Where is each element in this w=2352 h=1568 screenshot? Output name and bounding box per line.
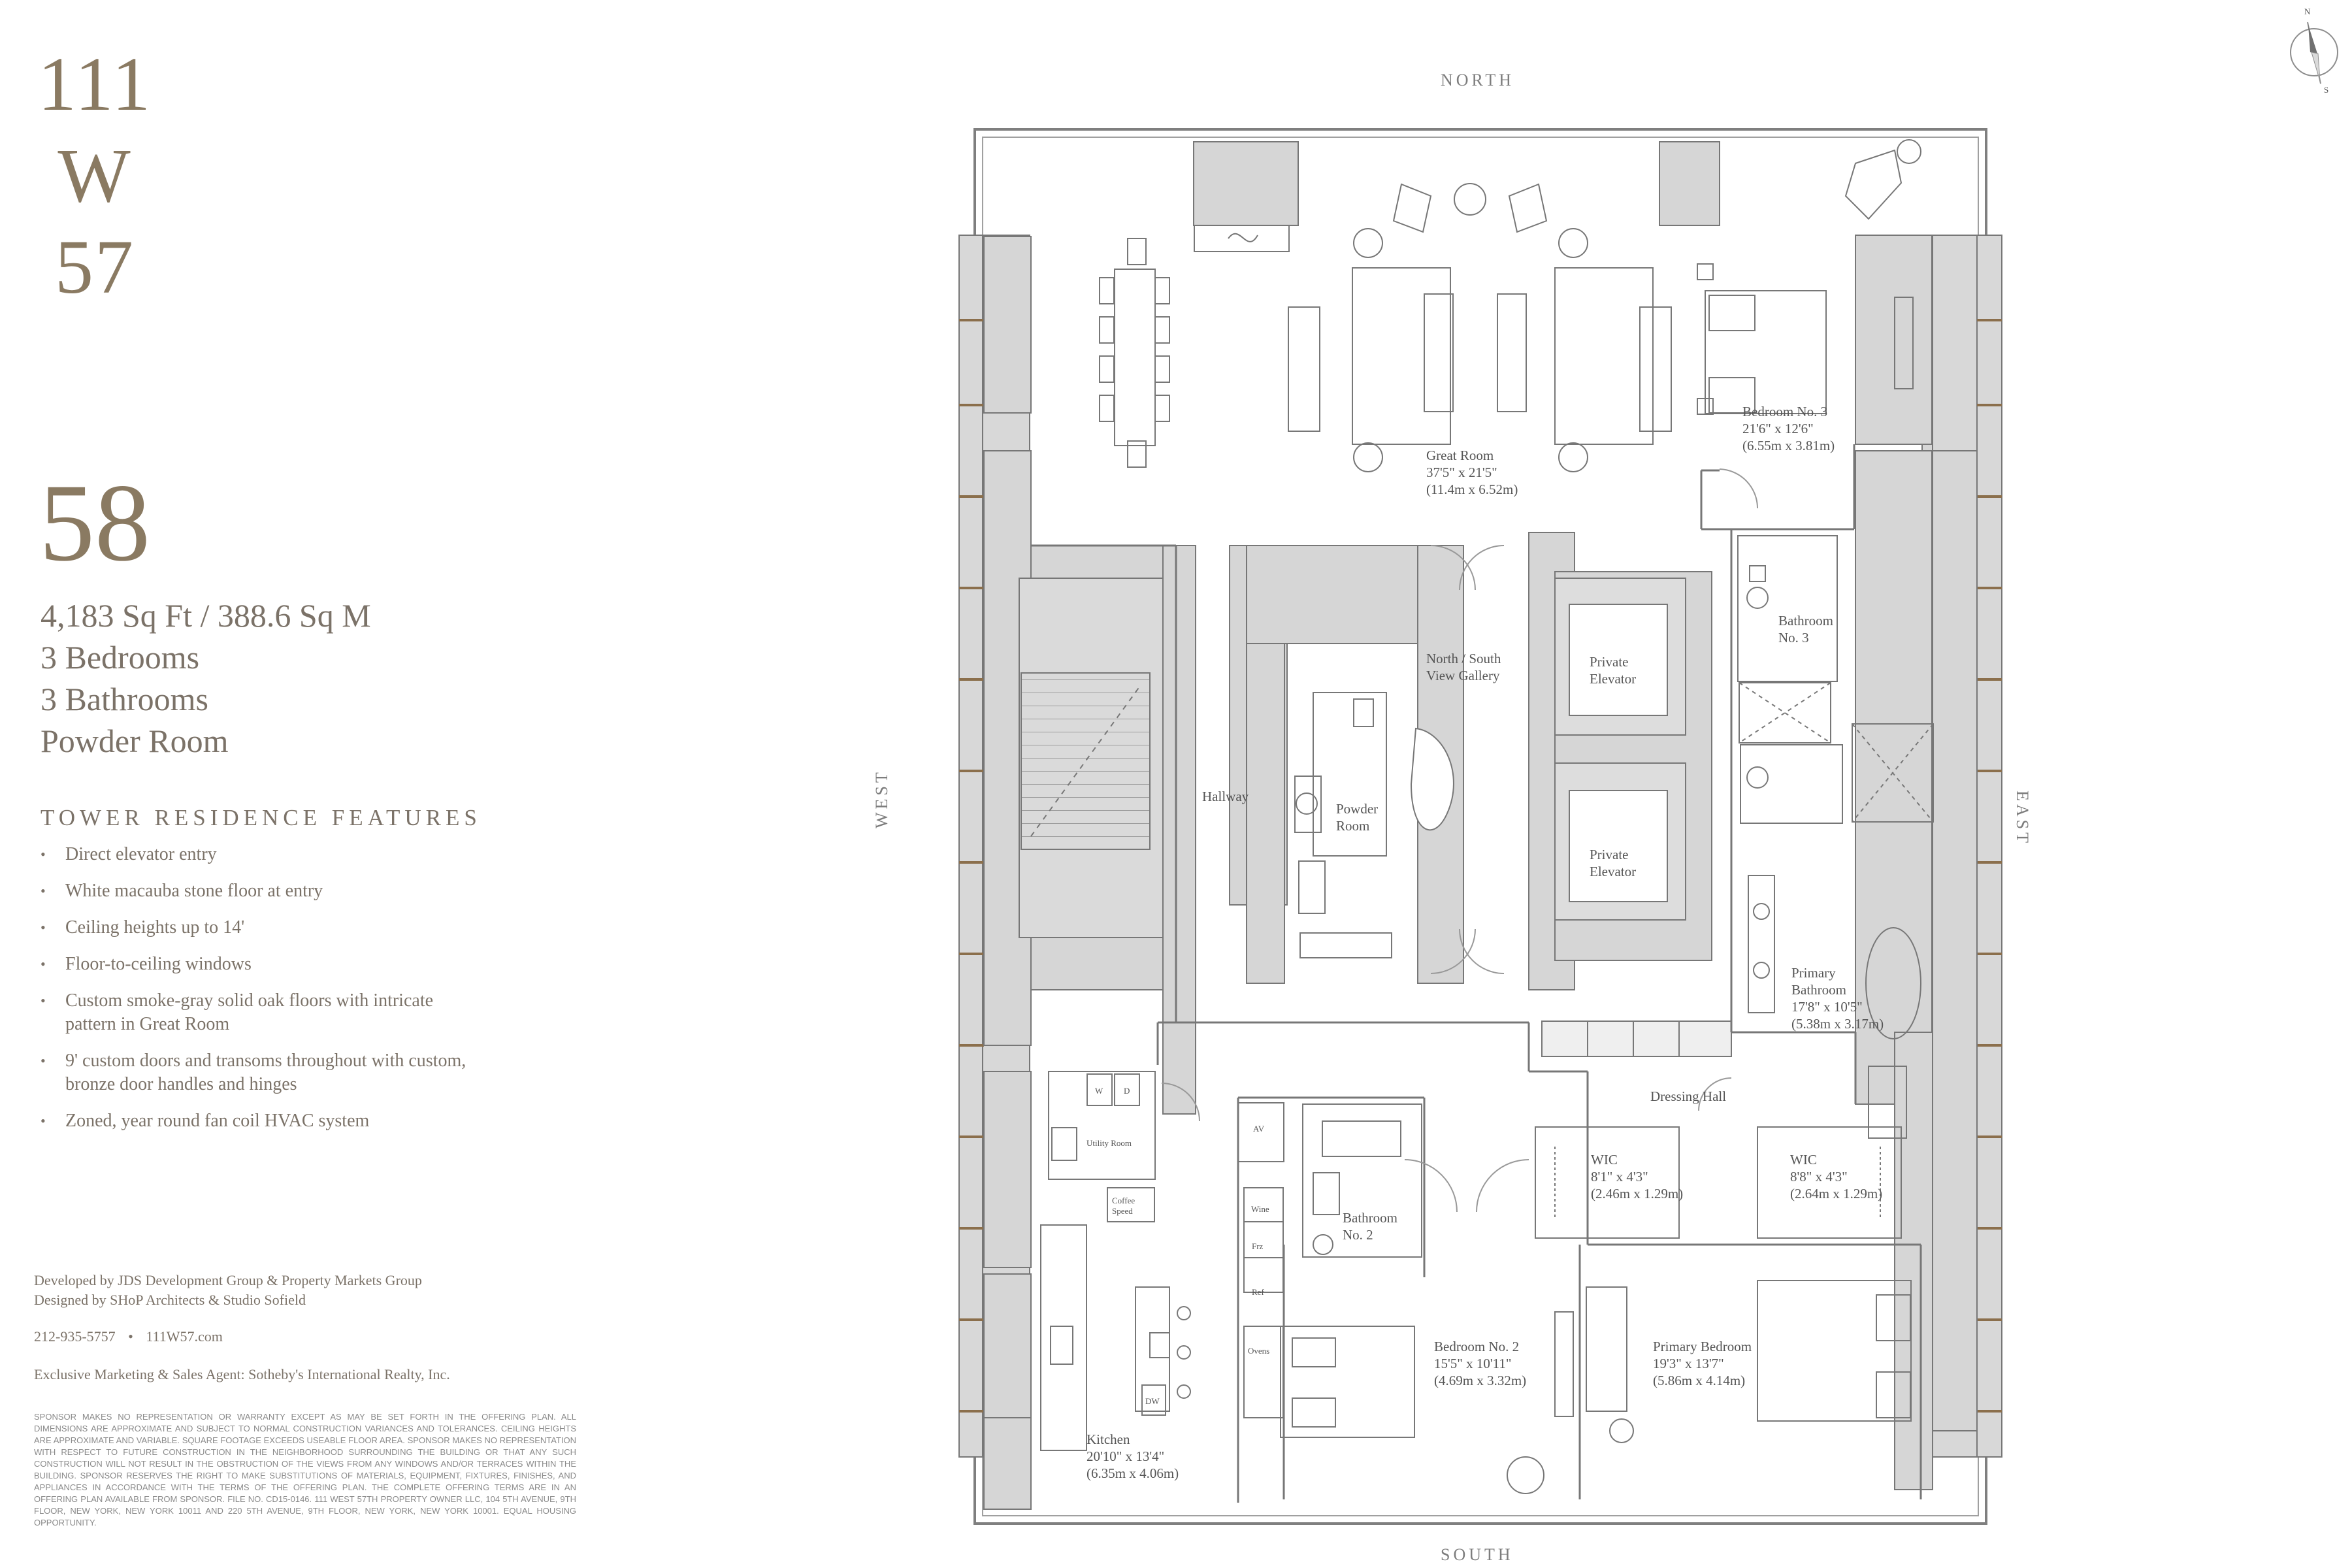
compass-north-letter: N <box>2304 7 2311 16</box>
sales-agent: Exclusive Marketing & Sales Agent: Sothe… <box>34 1366 450 1382</box>
bedroom-3-name: Bedroom No. 3 <box>1742 404 1828 419</box>
features-list: Direct elevator entry White macauba ston… <box>41 843 537 1146</box>
gallery-line-2: View Gallery <box>1426 668 1500 683</box>
feature-item: Custom smoke-gray solid oak floors with … <box>41 989 483 1036</box>
primary-bedroom-metric: (5.86m x 4.14m) <box>1653 1373 1746 1388</box>
refrigerator-label: Ref <box>1252 1287 1264 1297</box>
primary-bath-line-2: Bathroom <box>1791 982 1846 998</box>
washer-label: W <box>1095 1086 1103 1096</box>
north-label: NORTH <box>1441 71 1514 90</box>
wic-1-name: WIC <box>1591 1152 1618 1168</box>
bathroom-2-line-1: Bathroom <box>1343 1210 1397 1226</box>
bathroom-count: 3 Bathrooms <box>41 681 208 717</box>
compass-icon <box>2290 22 2338 84</box>
legal-disclaimer: SPONSOR MAKES NO REPRESENTATION OR WARRA… <box>34 1412 576 1527</box>
bedroom-2-imperial: 15'5" x 10'11" <box>1434 1356 1512 1371</box>
ovens-label: Ovens <box>1248 1346 1270 1356</box>
feature-item: Direct elevator entry <box>41 843 537 866</box>
developer-credit: Developed by JDS Development Group & Pro… <box>34 1272 422 1288</box>
brand-line-1: 111 <box>37 41 152 127</box>
primary-bedroom-imperial: 19'3" x 13'7" <box>1653 1356 1724 1371</box>
feature-item: 9' custom doors and transoms throughout … <box>41 1049 516 1096</box>
feature-item: Ceiling heights up to 14' <box>41 916 537 939</box>
great-room-name: Great Room <box>1426 448 1494 463</box>
dishwasher-label: DW <box>1145 1396 1160 1406</box>
powder-room: Powder Room <box>41 723 229 759</box>
dressing-hall-label: Dressing Hall <box>1650 1088 1727 1104</box>
designer-credit: Designed by SHoP Architects & Studio Sof… <box>34 1292 306 1308</box>
contact-separator: • <box>128 1328 133 1345</box>
bedroom-2-metric: (4.69m x 3.32m) <box>1434 1373 1527 1388</box>
feature-item: White macauba stone floor at entry <box>41 879 537 903</box>
wic-2-metric: (2.64m x 1.29m) <box>1790 1186 1883 1201</box>
bathroom-3-line-1: Bathroom <box>1778 613 1833 629</box>
brand-line-2: W <box>57 133 132 218</box>
brand-line-3: 57 <box>55 224 135 310</box>
unit-size: 4,183 Sq Ft / 388.6 Sq M <box>41 597 371 634</box>
primary-bath-imperial: 17'8" x 10'5" <box>1791 999 1863 1015</box>
south-label: SOUTH <box>1441 1545 1514 1564</box>
private-elevator-2-line-1: Private <box>1590 847 1629 862</box>
bathroom-2-line-2: No. 2 <box>1343 1227 1373 1243</box>
wic-1-metric: (2.46m x 1.29m) <box>1591 1186 1684 1201</box>
av-label: AV <box>1253 1124 1265 1134</box>
wic-1-imperial: 8'1" x 4'3" <box>1591 1169 1648 1184</box>
speed-label: Speed <box>1112 1206 1133 1216</box>
bedroom-3-imperial: 21'6" x 12'6" <box>1742 421 1814 436</box>
bedroom-count: 3 Bedrooms <box>41 639 200 676</box>
compass-south-letter: S <box>2324 85 2329 95</box>
private-elevator-1-line-1: Private <box>1590 654 1629 670</box>
private-elevator-2-line-2: Elevator <box>1590 864 1637 879</box>
phone-number: 212-935-5757 <box>34 1328 116 1345</box>
bedroom-2-name: Bedroom No. 2 <box>1434 1339 1520 1354</box>
coffee-label: Coffee <box>1112 1196 1135 1205</box>
wic-2-name: WIC <box>1790 1152 1817 1168</box>
powder-room-line-1: Powder <box>1336 801 1379 817</box>
unit-summary: 4,183 Sq Ft / 388.6 Sq M 3 Bedrooms 3 Ba… <box>41 595 371 762</box>
bedroom-3-metric: (6.55m x 3.81m) <box>1742 438 1835 453</box>
primary-bedroom-name: Primary Bedroom <box>1653 1339 1752 1354</box>
wine-label: Wine <box>1251 1204 1269 1214</box>
hallway-label: Hallway <box>1202 789 1249 804</box>
great-room-metric: (11.4m x 6.52m) <box>1426 482 1518 497</box>
powder-room-line-2: Room <box>1336 818 1370 834</box>
bathroom-3-line-2: No. 3 <box>1778 630 1809 645</box>
feature-item: Floor-to-ceiling windows <box>41 953 537 976</box>
kitchen-imperial: 20'10" x 13'4" <box>1086 1448 1165 1464</box>
credits: Developed by JDS Development Group & Pro… <box>34 1271 450 1384</box>
compass: N S <box>2288 7 2340 98</box>
features-title: TOWER RESIDENCE FEATURES <box>41 805 482 830</box>
floor-number: 58 <box>39 461 150 584</box>
primary-bath-line-1: Primary <box>1791 965 1836 981</box>
gallery-line-1: North / South <box>1426 651 1501 666</box>
kitchen-name: Kitchen <box>1086 1431 1130 1447</box>
primary-bath-metric: (5.38m x 3.17m) <box>1791 1016 1884 1032</box>
dryer-label: D <box>1124 1086 1130 1096</box>
feature-item: Zoned, year round fan coil HVAC system <box>41 1109 537 1133</box>
website: 111W57.com <box>146 1328 223 1345</box>
kitchen-metric: (6.35m x 4.06m) <box>1086 1465 1179 1481</box>
wic-2-imperial: 8'8" x 4'3" <box>1790 1169 1848 1184</box>
great-room-imperial: 37'5" x 21'5" <box>1426 465 1497 480</box>
contact-line: 212-935-5757 • 111W57.com <box>34 1327 450 1347</box>
private-elevator-1-line-2: Elevator <box>1590 671 1637 687</box>
utility-room-label: Utility Room <box>1086 1138 1132 1148</box>
freezer-label: Frz <box>1252 1241 1264 1251</box>
